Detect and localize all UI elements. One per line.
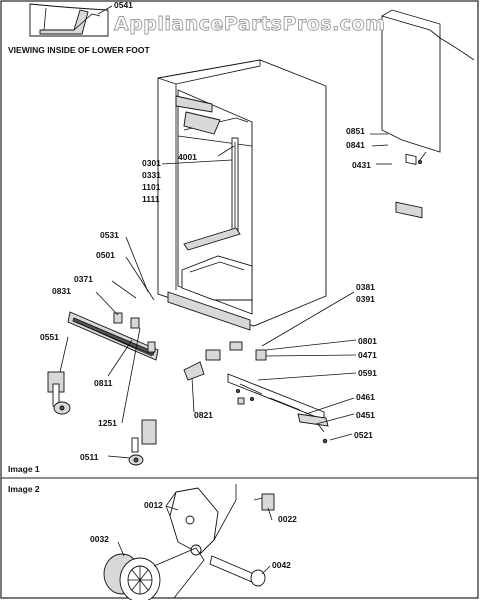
callout-0821: 0821 — [194, 410, 213, 420]
front-foot-right — [128, 419, 157, 466]
callout-0371: 0371 — [74, 274, 93, 284]
callout-0541: 0541 — [114, 0, 133, 10]
door-panel — [381, 9, 475, 219]
grille-kickplate — [67, 311, 159, 361]
callout-0801: 0801 — [358, 336, 377, 346]
callout-0032: 0032 — [90, 534, 109, 544]
callout-0381: 0381 — [356, 282, 375, 292]
caption-image-1: Image 1 — [8, 464, 40, 474]
callout-0301: 0301 — [142, 158, 161, 168]
callout-1101: 1101 — [142, 182, 161, 192]
roller-clip — [253, 493, 275, 511]
callout-0531: 0531 — [100, 230, 119, 240]
callout-0521: 0521 — [354, 430, 373, 440]
callout-0012: 0012 — [144, 500, 163, 510]
callout-0451: 0451 — [356, 410, 375, 420]
leveling-rail — [227, 373, 329, 444]
roller-bracket — [165, 484, 237, 556]
brackets — [113, 312, 267, 381]
callout-0591: 0591 — [358, 368, 377, 378]
callout-0431: 0431 — [352, 160, 371, 170]
caption-lower-foot: VIEWING INSIDE OF LOWER FOOT — [8, 45, 150, 55]
callout-1251: 1251 — [98, 418, 117, 428]
callout-0042: 0042 — [272, 560, 291, 570]
callout-labels: 0541 0851 0841 0431 4001 0301 0331 1101 … — [40, 0, 377, 570]
caption-image-2: Image 2 — [8, 484, 40, 494]
callout-0551: 0551 — [40, 332, 59, 342]
callout-0511: 0511 — [80, 452, 99, 462]
callout-0831: 0831 — [52, 286, 71, 296]
leader-lines — [59, 5, 392, 575]
lower-foot-inset — [29, 3, 109, 37]
callout-0471: 0471 — [358, 350, 377, 360]
callout-0851: 0851 — [346, 126, 365, 136]
callout-0841: 0841 — [346, 140, 365, 150]
front-foot-left — [47, 371, 71, 415]
callout-4001: 4001 — [178, 152, 197, 162]
roller-wheel — [103, 547, 205, 600]
roller-axle-pin — [209, 555, 266, 587]
callout-0501: 0501 — [96, 250, 115, 260]
callout-0331: 0331 — [142, 170, 161, 180]
callout-0391: 0391 — [356, 294, 375, 304]
callout-0022: 0022 — [278, 514, 297, 524]
callout-0461: 0461 — [356, 392, 375, 402]
watermark: AppliancePartsPros.com — [114, 13, 385, 35]
refrigerator-cabinet — [157, 59, 327, 331]
callout-1111: 1111 — [142, 194, 160, 204]
callout-0811: 0811 — [94, 378, 113, 388]
